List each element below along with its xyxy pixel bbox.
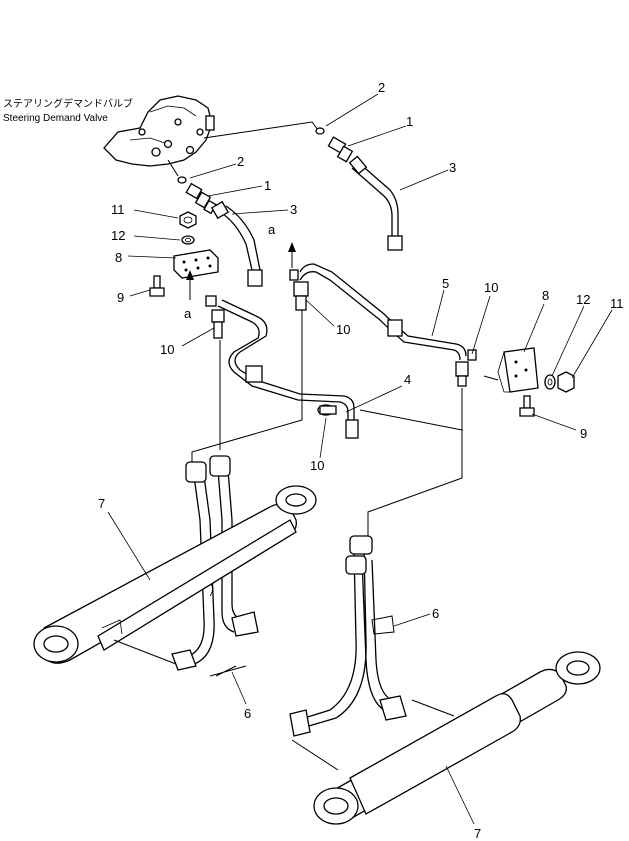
- part-label-11-right: 11: [610, 296, 624, 311]
- hose-6-right-pair: [289, 535, 407, 737]
- part-label-8-left: 8: [115, 250, 122, 265]
- part-label-3-right: 3: [449, 160, 456, 175]
- connector-10-lower: [317, 404, 337, 416]
- bolt-right: [519, 395, 535, 417]
- elbow-fitting-left: [185, 182, 217, 215]
- part-label-9-right: 9: [580, 426, 587, 441]
- connector-10-right: [455, 349, 477, 387]
- part-label-12-left: 12: [111, 228, 125, 243]
- tube-4: [217, 299, 359, 439]
- steering-cylinder-right: [291, 651, 601, 825]
- valve-port-leader-left: [167, 159, 179, 177]
- view-label-a-right: a: [268, 222, 276, 237]
- part-label-3-left: 3: [290, 202, 297, 217]
- tube-3-right: [348, 155, 403, 251]
- o-ring-left: [177, 176, 187, 184]
- connector-10-left: [205, 295, 225, 339]
- part-label-9-left: 9: [117, 290, 124, 305]
- part-label-10-left: 10: [160, 342, 174, 357]
- part-label-10-right: 10: [484, 280, 498, 295]
- valve-caption-english: Steering Demand Valve: [3, 113, 108, 124]
- elbow-fitting-right: [327, 136, 354, 163]
- part-label-7-right: 7: [474, 826, 481, 841]
- view-arrow-right: a: [268, 222, 296, 268]
- tube-5: [299, 263, 467, 361]
- washer-left: [181, 235, 195, 245]
- view-label-a-left: a: [184, 306, 192, 321]
- washer-right: [544, 374, 556, 390]
- part-label-5: 5: [442, 276, 449, 291]
- part-label-1-left: 1: [264, 178, 271, 193]
- hose-6-left-pair: [171, 455, 259, 671]
- bolt-left: [149, 275, 165, 297]
- part-label-7-left: 7: [98, 496, 105, 511]
- valve-port-leader-right: [203, 121, 319, 139]
- nut-left: [179, 211, 197, 229]
- part-label-6-right: 6: [432, 606, 439, 621]
- part-label-2-right: 2: [378, 80, 385, 95]
- part-label-6-left: 6: [244, 706, 251, 721]
- tube-3-left: [210, 200, 263, 287]
- bracket-left: [173, 249, 219, 279]
- part-label-10-centre: 10: [336, 322, 350, 337]
- o-ring-right: [315, 127, 325, 135]
- part-leader-lines: [107, 93, 613, 825]
- part-label-4: 4: [404, 372, 411, 387]
- part-label-10-lower: 10: [310, 458, 324, 473]
- part-label-12-right: 12: [576, 292, 590, 307]
- nut-right: [557, 371, 575, 393]
- view-arrow-left: a: [184, 270, 194, 321]
- part-label-1-right: 1: [406, 114, 413, 129]
- routing-reference-lines: [191, 310, 499, 538]
- steering-cylinder-left: [33, 485, 317, 665]
- hose-clamp-left: [209, 665, 247, 677]
- part-label-8-right: 8: [542, 288, 549, 303]
- part-label-2-left: 2: [237, 154, 244, 169]
- valve-caption-japanese: ステアリングデマンドバルブ: [3, 97, 133, 110]
- hose-clamp-right: [371, 615, 395, 635]
- bracket-right: [497, 347, 539, 393]
- steering-demand-valve: [103, 95, 215, 167]
- part-label-11-left: 11: [111, 202, 125, 217]
- connector-10-centre: [289, 269, 309, 311]
